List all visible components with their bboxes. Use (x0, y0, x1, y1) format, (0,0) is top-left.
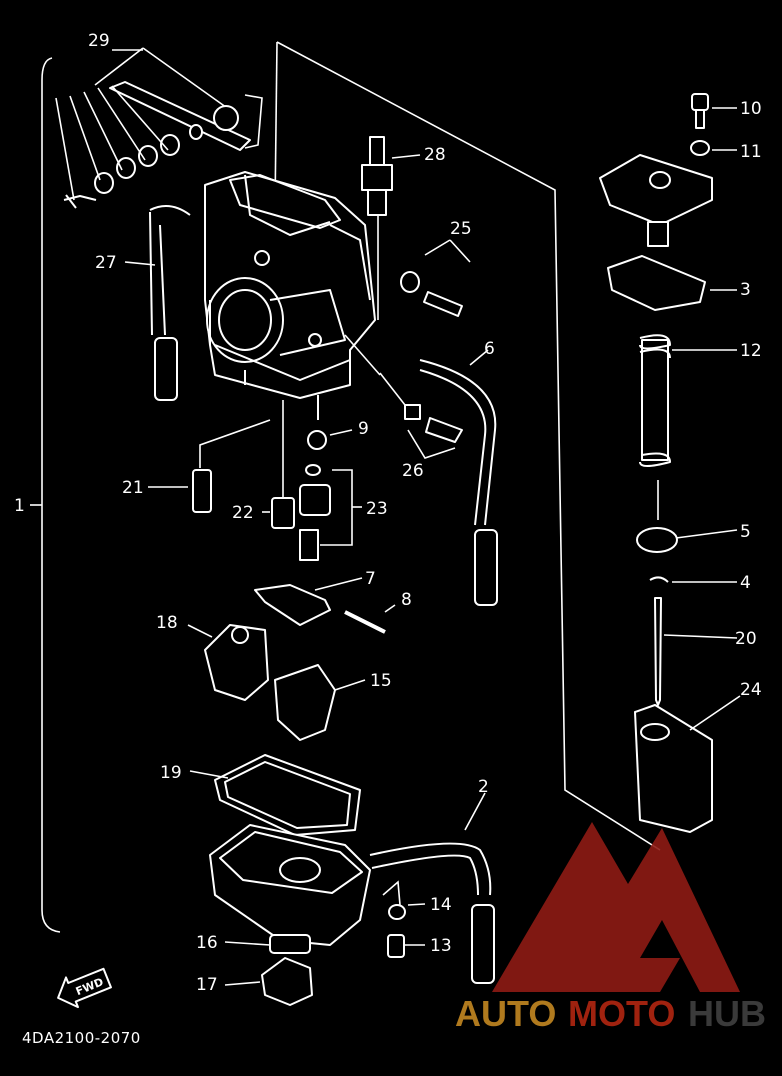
callout-16: 16 (196, 933, 218, 953)
watermark-moto: MOTO (568, 993, 675, 1034)
callout-21: 21 (122, 478, 144, 498)
callout-27: 27 (95, 253, 117, 273)
callout-20: 20 (735, 629, 757, 649)
watermark-auto: AUTO (455, 993, 556, 1034)
callout-17: 17 (196, 975, 218, 995)
callout-19: 19 (160, 763, 182, 783)
part-6-overflow-hose (344, 334, 498, 606)
callout-8: 8 (401, 590, 412, 610)
part-13-bolt (387, 934, 425, 958)
callout-3: 3 (740, 280, 751, 300)
watermark-logo-mark (492, 822, 740, 992)
callout-4: 4 (740, 573, 751, 593)
part-4-needle-clip (649, 576, 737, 583)
part-28-starter-plunger (361, 136, 421, 320)
part-2-drain-hose (369, 792, 495, 984)
drawing-code: 4DA2100-2070 (22, 1029, 141, 1047)
callout-11: 11 (740, 142, 762, 162)
part-15-float (274, 664, 366, 741)
callout-15: 15 (370, 671, 392, 691)
part-24-throttle-valve (634, 695, 741, 833)
carburetor-body (204, 171, 376, 420)
callout-28: 28 (424, 145, 446, 165)
automotohub-watermark: AUTO MOTO HUB (455, 822, 766, 1034)
part-3-cap-gasket (607, 255, 737, 311)
part-11-washer (690, 140, 737, 156)
part-27-vent-hose (124, 205, 191, 401)
callout-12: 12 (740, 341, 762, 361)
part-20-jet-needle (654, 597, 738, 706)
part-7-float-arm (254, 577, 363, 626)
part-21-main-jet (148, 419, 271, 513)
part-10-cap-screw (691, 93, 737, 129)
callout-6: 6 (484, 339, 495, 359)
carburetor-top-cap (599, 154, 713, 247)
callout-2: 2 (478, 777, 489, 797)
callout-18: 18 (156, 613, 178, 633)
callout-26: 26 (402, 461, 424, 481)
callout-9: 9 (358, 419, 369, 439)
callout-14: 14 (430, 895, 452, 915)
part-22-pilot-jet (262, 400, 295, 529)
watermark-hub: HUB (688, 993, 766, 1034)
callout-10: 10 (740, 99, 762, 119)
part-25-adjust-screw (400, 239, 471, 317)
assembly-bracket (41, 57, 61, 933)
part-5-needle-holder (636, 527, 738, 553)
part-19-float-bowl-gasket (189, 754, 361, 836)
part-26-pilot-screw (379, 372, 463, 459)
callout-7: 7 (365, 569, 376, 589)
part-9-pilot-nut (305, 429, 353, 476)
callout-labels: 1 2 3 4 5 6 7 8 9 10 11 12 13 14 15 16 1… (14, 31, 762, 995)
callout-23: 23 (366, 499, 388, 519)
callout-22: 22 (232, 503, 254, 523)
callout-25: 25 (450, 219, 472, 239)
part-8-float-pin (344, 604, 396, 634)
assembly-outline (276, 41, 661, 851)
callout-5: 5 (740, 522, 751, 542)
part-12-throttle-spring (639, 334, 737, 520)
callout-29: 29 (88, 31, 110, 51)
part-23-starter-jet (299, 469, 362, 561)
forward-direction-arrow: FWD (57, 967, 112, 1009)
part-14-washer (382, 880, 426, 920)
part-18-float (187, 624, 269, 701)
callout-24: 24 (740, 680, 762, 700)
part-29-screw-set (55, 47, 263, 209)
callout-1: 1 (14, 496, 25, 516)
part-17-drain-plug (224, 957, 313, 1006)
float-bowl (209, 824, 371, 954)
callout-13: 13 (430, 936, 452, 956)
